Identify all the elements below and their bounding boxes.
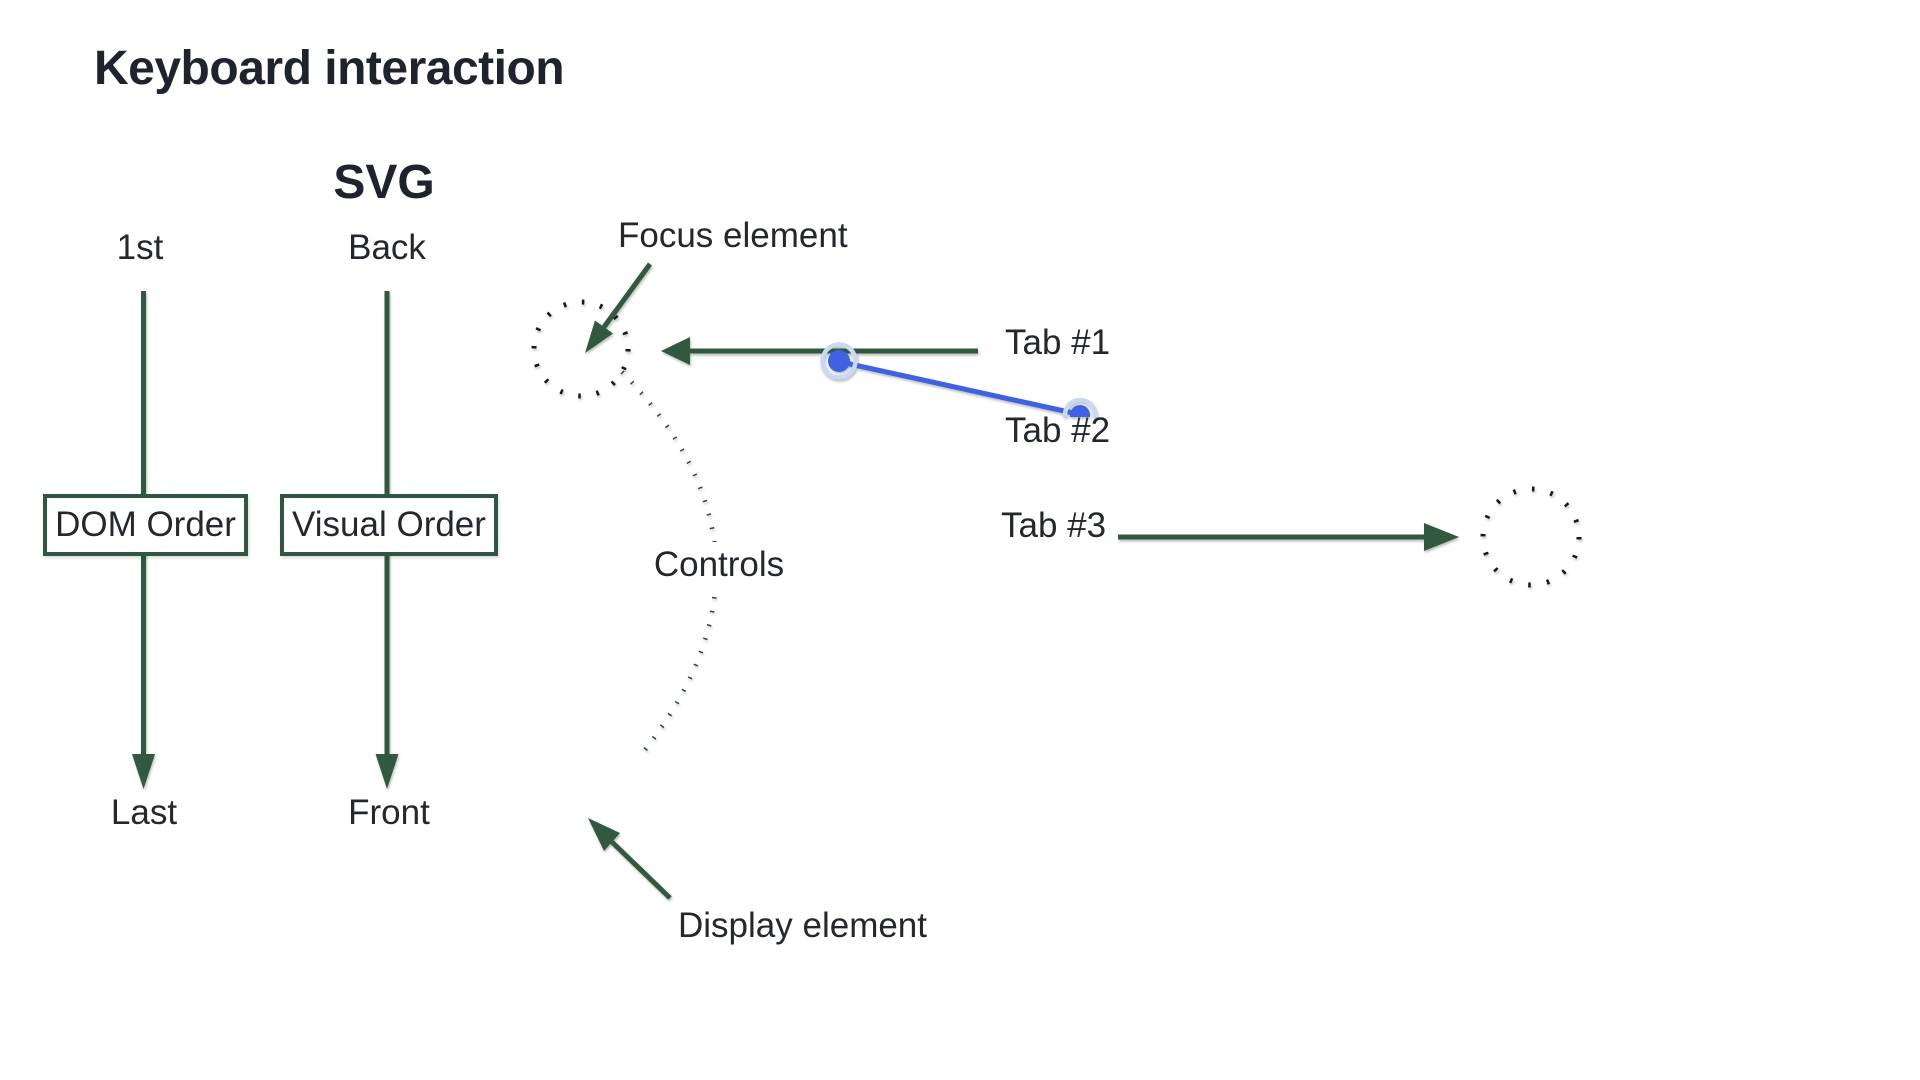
tab-1-label: Tab #1 — [1005, 323, 1111, 362]
dom-order-bottom-label: Last — [110, 793, 178, 832]
visual-order-box-label: Visual Order — [292, 505, 486, 544]
tab-connector-line — [838, 359, 1081, 417]
tab1-arrow — [661, 337, 978, 365]
page-title: Keyboard interaction — [94, 42, 565, 95]
visual-order-box: Visual Order — [280, 494, 498, 556]
tab3-target-circle — [1480, 486, 1582, 588]
tab2-handle-dot — [1062, 397, 1098, 417]
focus-annotation-arrow — [585, 262, 653, 353]
display-annotation-arrow — [588, 818, 672, 900]
dom-order-top-label: 1st — [116, 228, 164, 267]
focus-target-circle — [531, 299, 631, 399]
dom-order-box: DOM Order — [43, 494, 248, 556]
tab3-arrow — [1118, 523, 1459, 551]
controls-label: Controls — [645, 542, 793, 588]
tab1-handle-dot — [820, 342, 858, 380]
dom-order-box-label: DOM Order — [55, 505, 236, 544]
focus-element-label: Focus element — [618, 216, 848, 255]
visual-order-top-label: Back — [348, 228, 426, 267]
svg-column-heading: SVG — [333, 156, 435, 209]
tab-2-label: Tab #2 — [1005, 411, 1111, 450]
tab-3-label: Tab #3 — [1001, 506, 1107, 545]
visual-order-bottom-label: Front — [348, 793, 430, 832]
display-element-label: Display element — [678, 906, 927, 945]
